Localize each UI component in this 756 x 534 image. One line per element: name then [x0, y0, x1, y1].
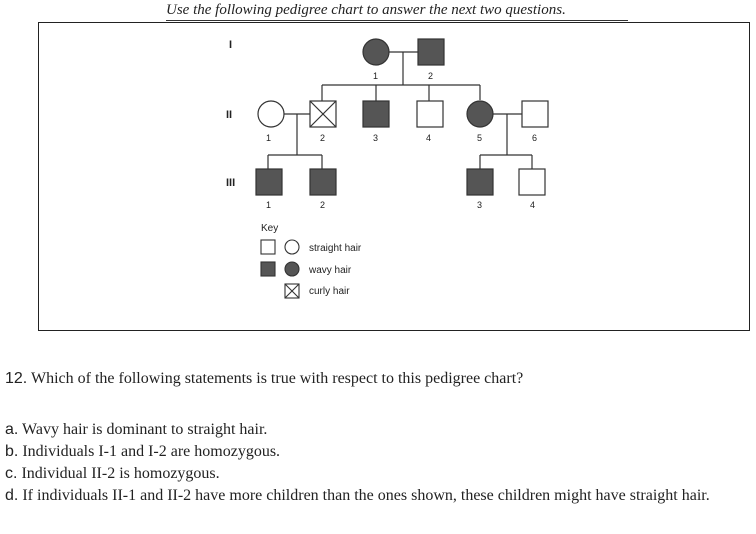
label-ii6: 6 [532, 133, 537, 143]
individual-ii6-straight-male [521, 100, 549, 128]
option-b: b. Individuals I-1 and I-2 are homozygou… [5, 441, 750, 463]
option-c-text: Individual II-2 is homozygous. [17, 465, 220, 482]
label-ii2: 2 [320, 133, 325, 143]
question-number: 12. [5, 370, 28, 387]
question-12: 12. Which of the following statements is… [5, 370, 523, 388]
option-b-text: Individuals I-1 and I-2 are homozygous. [18, 443, 281, 460]
key-wavy-circle-icon [284, 261, 300, 277]
individual-ii4-straight-male [416, 100, 444, 128]
key-wavy-label: wavy hair [308, 265, 352, 276]
individual-iii2-wavy-male [309, 168, 337, 196]
label-ii3: 3 [373, 133, 378, 143]
label-iii1: 1 [266, 200, 271, 210]
key-straight-square-icon [260, 239, 276, 255]
individual-i1-wavy-female [362, 38, 390, 66]
option-a: a. Wavy hair is dominant to straight hai… [5, 419, 750, 441]
option-a-text: Wavy hair is dominant to straight hair. [18, 421, 268, 438]
key-straight-circle-icon [284, 239, 300, 255]
individual-ii3-wavy-male [362, 100, 390, 128]
instruction-header: Use the following pedigree chart to answ… [166, 2, 628, 21]
option-d: d. If individuals II-1 and II-2 have mor… [5, 485, 750, 507]
question-text: Which of the following statements is tru… [27, 370, 524, 387]
chart-frame [38, 22, 750, 331]
label-iii4: 4 [530, 200, 535, 210]
individual-ii1-straight-female [257, 100, 285, 128]
option-d-text: If individuals II-1 and II-2 have more c… [18, 487, 710, 504]
label-ii1: 1 [266, 133, 271, 143]
individual-i2-wavy-male [417, 38, 445, 66]
label-ii5: 5 [477, 133, 482, 143]
option-a-letter: a. [5, 421, 19, 438]
key-title: Key [261, 223, 278, 234]
option-d-letter: d. [5, 487, 19, 504]
label-i2: 2 [428, 71, 433, 81]
key-curly-square-icon [284, 283, 300, 299]
gen-label-3: III [226, 177, 235, 189]
option-c: c. Individual II-2 is homozygous. [5, 463, 750, 485]
individual-ii5-wavy-female [466, 100, 494, 128]
answer-options: a. Wavy hair is dominant to straight hai… [5, 419, 750, 507]
label-iii2: 2 [320, 200, 325, 210]
label-ii4: 4 [426, 133, 431, 143]
label-iii3: 3 [477, 200, 482, 210]
label-i1: 1 [373, 71, 378, 81]
individual-iii3-wavy-male [466, 168, 494, 196]
gen-label-1: I [229, 39, 232, 51]
individual-iii1-wavy-male [255, 168, 283, 196]
gen-label-2: II [226, 109, 232, 121]
key-straight-label: straight hair [309, 243, 362, 254]
key-wavy-square-icon [260, 261, 276, 277]
individual-iii4-straight-male [518, 168, 546, 196]
option-c-letter: c. [5, 465, 18, 482]
individual-ii2-curly-male [309, 100, 337, 128]
option-b-letter: b. [5, 443, 19, 460]
key-curly-label: curly hair [309, 286, 350, 297]
